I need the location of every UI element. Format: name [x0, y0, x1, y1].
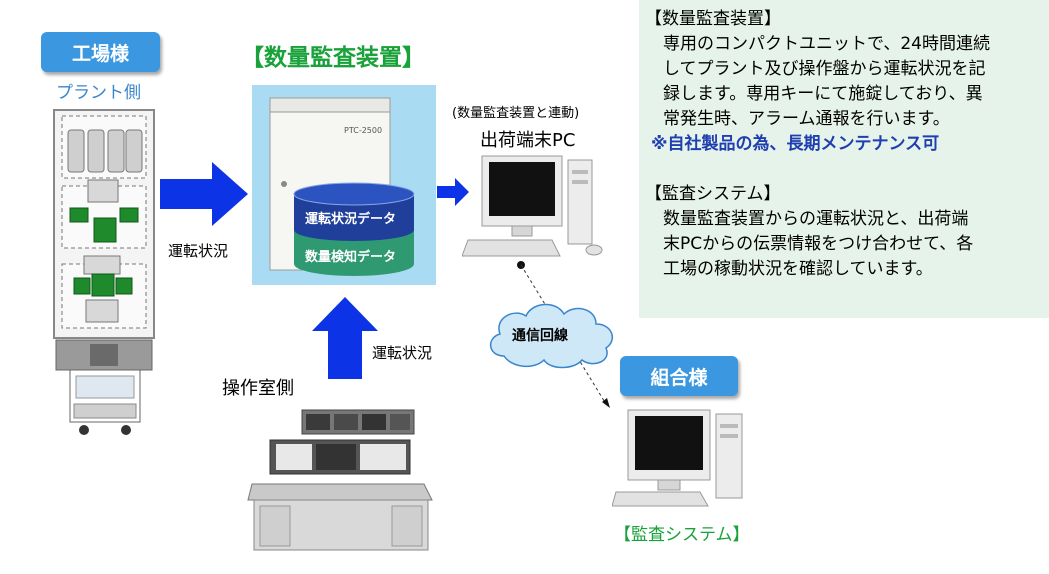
info-lines: 【数量監査装置】専用のコンパクトユニットで、24時間連続してプラント及び操作盤か…: [639, 0, 1049, 282]
plant-badge: 工場様: [41, 32, 160, 72]
union-badge: 組合様: [620, 356, 738, 396]
network-label: 通信回線: [512, 328, 568, 344]
plant-to-device-arrow: [160, 162, 248, 226]
info-line-body: 録します。専用キーにて施錠しており、異: [663, 84, 983, 104]
control-room-label: 操作室側: [222, 378, 294, 399]
device-model-label: PTC-2500: [344, 126, 383, 135]
db-operation-data: 運転状況データ: [305, 212, 397, 227]
info-line-body: 末PCからの伝票情報をつけ合わせて、各: [663, 234, 974, 254]
info-line-body: 工場の稼動状況を確認しています。: [663, 259, 933, 279]
shipping-pc-title: 出荷端末PC: [480, 130, 576, 151]
info-line-body: 専用のコンパクトユニットで、24時間連続: [663, 34, 990, 54]
control-room-console: [247, 409, 433, 551]
info-line-heading: 【監査システム】: [645, 184, 781, 204]
info-line-body: 常発生時、アラーム通報を行います。: [663, 109, 950, 129]
network-line: [517, 261, 610, 408]
operation-status-label-up: 運転状況: [372, 344, 433, 362]
shipping-pc-note: (数量監査装置と連動): [452, 106, 580, 121]
plant-illustration: [53, 109, 155, 435]
plant-subtitle: プラント側: [56, 83, 141, 103]
control-to-device-arrow: [312, 297, 378, 379]
db-quantity-data: 数量検知データ: [305, 250, 397, 265]
union-pc-computer: [612, 409, 743, 507]
info-line-body: 数量監査装置からの運転状況と、出荷端: [663, 209, 969, 229]
info-line-heading: 【数量監査装置】: [645, 9, 781, 29]
info-line-body: してプラント及び操作盤から運転状況を記: [663, 59, 986, 79]
audit-system-label: 【監査システム】: [614, 525, 750, 545]
operation-status-label-right: 運転状況: [168, 242, 229, 260]
info-line-blank: [645, 157, 1049, 182]
info-line-note: ※自社製品の為、長期メンテナンス可: [651, 134, 940, 154]
database-cylinder: [293, 182, 415, 276]
info-box: 【数量監査装置】専用のコンパクトユニットで、24時間連続してプラント及び操作盤か…: [639, 0, 1049, 318]
shipping-pc-computer: [462, 155, 603, 257]
device-title: 【数量監査装置】: [241, 45, 425, 71]
network-cloud: [490, 303, 614, 369]
device-to-pc-arrow: [437, 178, 469, 206]
